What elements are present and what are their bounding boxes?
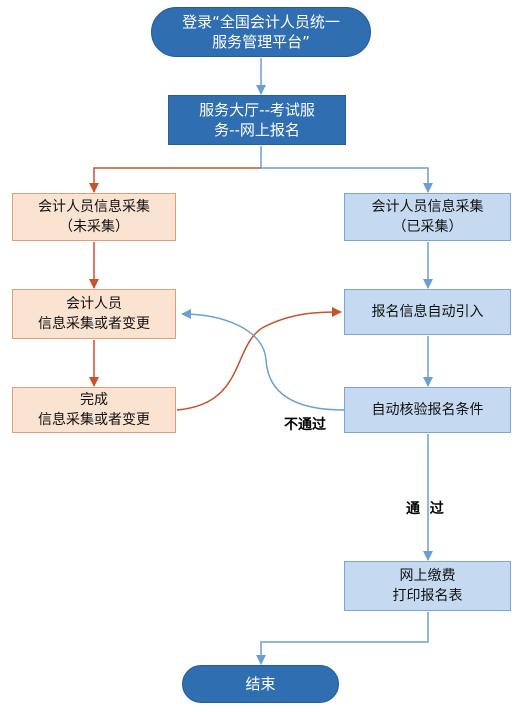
collected-node: 会计人员信息采集 （已采集） (344, 193, 511, 241)
collect-change-node: 会计人员信息采集或者变更 (12, 289, 176, 339)
end-node: 结束 (182, 665, 339, 703)
arrow-fail-change (181, 309, 345, 411)
not-collected-line-2: （未采集） (59, 219, 129, 235)
end-label: 结束 (245, 675, 276, 693)
pass-label: 通 过 (406, 501, 444, 517)
collected-line-1: 会计人员信息采集 (371, 199, 484, 215)
start-line-1: 登录“全国会计人员统一 (182, 13, 340, 31)
arrow-done-import (176, 307, 342, 411)
pay-line-1: 网上缴费 (399, 568, 456, 584)
arrow-hall-collected (260, 146, 433, 193)
not-collected-line-1: 会计人员信息采集 (38, 199, 150, 215)
verify-line-1: 自动核验报名条件 (371, 402, 484, 418)
hall-line-2: 务--网上报名 (214, 121, 300, 139)
pay-print-node: 网上缴费打印报名表 (344, 561, 511, 611)
start-line-2: 服务管理平台” (212, 33, 310, 51)
done-change-line-1: 完成 (80, 392, 108, 408)
arrow-hall-not-collected (89, 167, 261, 193)
done-change-line-2: 信息采集或者变更 (38, 412, 150, 428)
done-change-node: 完成信息采集或者变更 (12, 387, 176, 433)
pay-line-2: 打印报名表 (392, 588, 463, 604)
start-node: 登录“全国会计人员统一服务管理平台” (151, 7, 371, 57)
verify-node: 自动核验报名条件 (344, 387, 511, 433)
collect-change-line-1: 会计人员 (66, 296, 122, 312)
collect-change-line-2: 信息采集或者变更 (38, 316, 150, 332)
collected-line-2: （已采集） (392, 219, 463, 235)
hall-line-1: 服务大厅--考试服 (199, 101, 315, 119)
auto-import-node: 报名信息自动引入 (344, 289, 511, 335)
arrow-pay-end (256, 612, 429, 665)
auto-import-line-1: 报名信息自动引入 (371, 304, 484, 320)
service-hall-node: 服务大厅--考试服务--网上报名 (168, 95, 346, 145)
not-collected-node: 会计人员信息采集 （未采集） (12, 193, 176, 241)
fail-label: 不通过 (284, 417, 326, 433)
